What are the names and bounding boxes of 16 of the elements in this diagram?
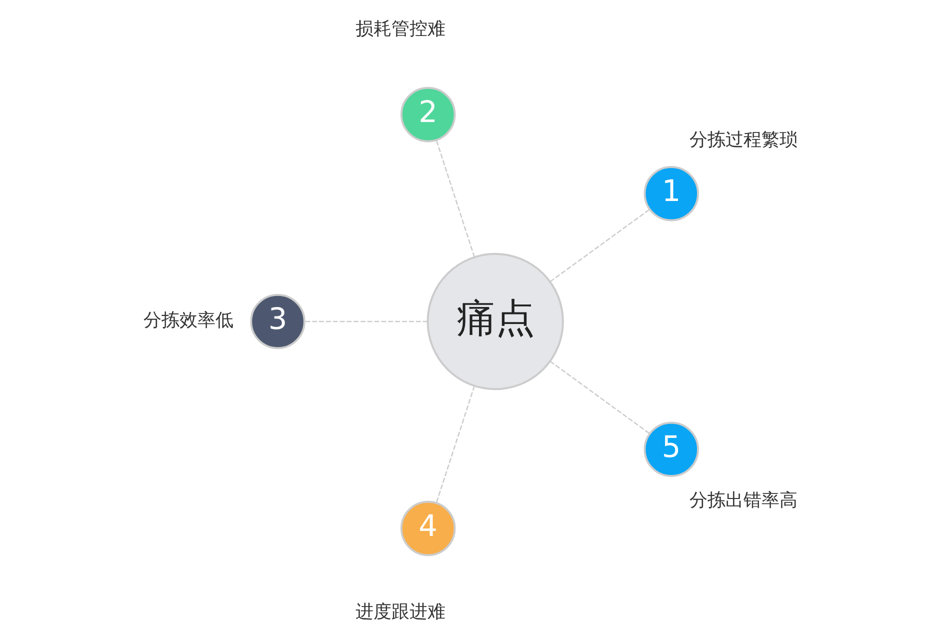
node-circle: 3: [250, 294, 306, 350]
connector: [304, 320, 428, 322]
node-label: 损耗管控难: [356, 19, 446, 40]
node-label: 分拣过程繁琐: [689, 130, 798, 151]
node-circle: 5: [644, 422, 699, 478]
node-circle: 1: [644, 166, 699, 222]
node-circle: 2: [400, 86, 456, 142]
node-circle: 痛点: [426, 252, 564, 390]
node-label: 分拣效率低: [144, 310, 234, 331]
node-circle: 4: [400, 500, 456, 556]
node-label: 进度跟进难: [356, 602, 446, 622]
node-label: 分拣出错率高: [689, 491, 798, 512]
connector: [436, 386, 476, 504]
connector: [436, 140, 476, 258]
connector: [550, 360, 650, 434]
connector: [550, 208, 650, 282]
